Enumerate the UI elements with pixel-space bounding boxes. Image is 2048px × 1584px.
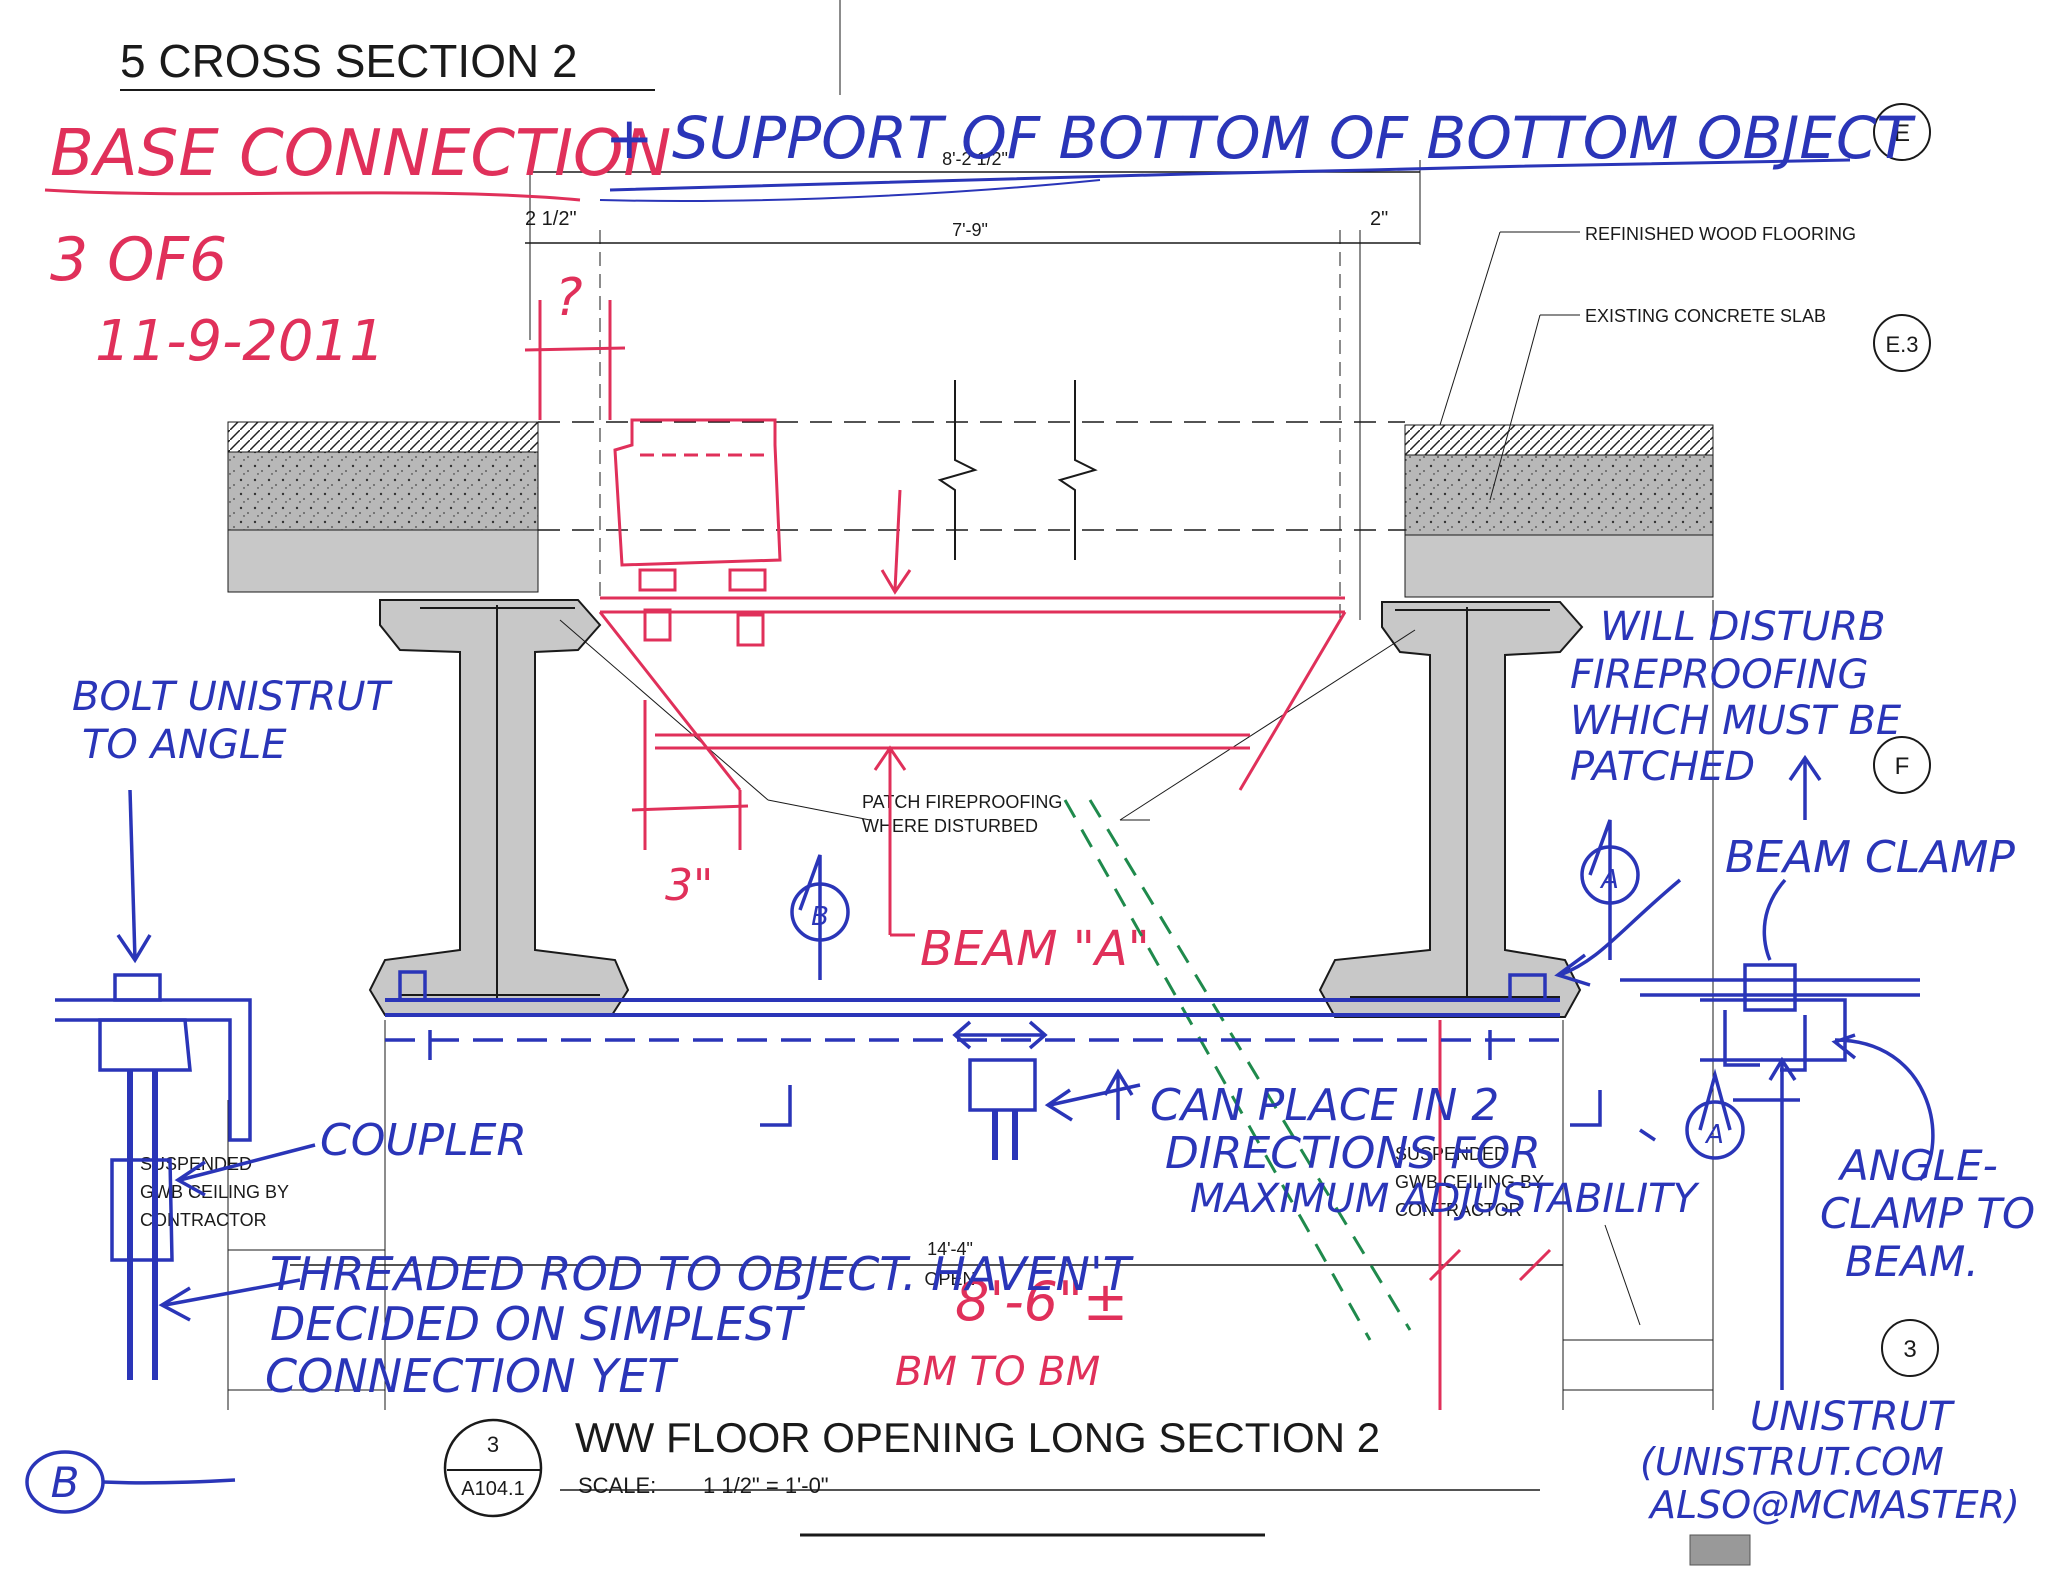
section-marker-b: B <box>811 902 829 932</box>
blue-disturb-4: PATCHED <box>1570 744 1755 790</box>
red-three-inch: 3" <box>665 860 713 911</box>
blue-disturb-2: FIREPROOFING <box>1570 652 1868 698</box>
red-markup <box>44 188 1552 1410</box>
blue-title: + SUPPORT OF BOTTOM OF BOTTOM OBJECT <box>605 104 1917 172</box>
grid-e: E <box>1894 120 1910 147</box>
note-fireproofing-1: PATCH FIREPROOFING <box>862 792 1062 812</box>
blue-disturb-1: WILL DISTURB <box>1600 604 1886 650</box>
note-ceiling-left-2: GWB CEILING BY <box>140 1182 289 1202</box>
blue-angle-3: BEAM. <box>1845 1237 1979 1286</box>
blue-place-2: DIRECTIONS FOR <box>1165 1128 1541 1179</box>
dim-left: 2 1/2" <box>525 208 577 230</box>
blue-unistrut-1: UNISTRUT <box>1750 1394 1956 1440</box>
red-span-note: BM TO BM <box>895 1349 1100 1395</box>
section-marker-a-upper: A <box>1599 865 1619 895</box>
detail-sheet: A104.1 <box>461 1478 524 1500</box>
red-question: ? <box>555 268 583 328</box>
blue-coupler: COUPLER <box>320 1115 527 1166</box>
section-marker-a-lower: A <box>1704 1120 1724 1150</box>
blue-angle-1: ANGLE- <box>1837 1141 1998 1190</box>
blue-place-3: MAXIMUM ADJUSTABILITY <box>1190 1176 1701 1222</box>
dim-overall: 8'-2 1/2" <box>942 149 1008 169</box>
grid-f: F <box>1895 753 1910 780</box>
note-fireproofing-2: WHERE DISTURBED <box>862 816 1038 836</box>
note-ceiling-right-2: GWB CEILING BY <box>1395 1172 1544 1192</box>
grid-3: 3 <box>1903 1336 1916 1363</box>
blue-disturb-3: WHICH MUST BE <box>1570 698 1902 744</box>
blue-unistrut-2: (UNISTRUT.COM <box>1640 1440 1944 1484</box>
blue-bolt-2: TO ANGLE <box>82 722 287 768</box>
dim-right: 2" <box>1370 208 1388 230</box>
note-slab: EXISTING CONCRETE SLAB <box>1585 306 1826 326</box>
dim-open-label: OPEN <box>924 1269 975 1289</box>
note-ceiling-right-3: CONTRACTOR <box>1395 1200 1522 1220</box>
red-title: BASE CONNECTION <box>50 117 671 191</box>
blue-rod-2: DECIDED ON SIMPLEST <box>270 1297 806 1351</box>
scale-value: 1 1/2" = 1'-0" <box>703 1473 829 1498</box>
top-title: 5 CROSS SECTION 2 <box>120 35 578 87</box>
blue-angle-2: CLAMP TO <box>1820 1189 2035 1238</box>
blue-text: + SUPPORT OF BOTTOM OF BOTTOM OBJECT BOL… <box>51 104 2036 1527</box>
blue-rod-1: THREADED ROD TO OBJECT. HAVEN'T <box>270 1247 1135 1301</box>
detail-number: 3 <box>487 1432 499 1457</box>
main-title: WW FLOOR OPENING LONG SECTION 2 <box>575 1414 1380 1461</box>
red-page: 3 OF6 <box>50 225 227 295</box>
blue-rod-3: CONNECTION YET <box>265 1349 679 1403</box>
dim-middle: 7'-9" <box>952 220 988 240</box>
red-beam-label: BEAM "A" <box>920 921 1150 977</box>
scale-label: SCALE: <box>578 1473 656 1498</box>
note-ceiling-right-1: SUSPENDED <box>1395 1144 1507 1164</box>
note-flooring: REFINISHED WOOD FLOORING <box>1585 224 1856 244</box>
blue-unistrut-3: ALSO@MCMASTER) <box>1647 1483 2020 1527</box>
red-date: 11-9-2011 <box>95 309 385 374</box>
technical-labels: 5 CROSS SECTION 2 8'-2 1/2" 2 1/2" 7'-9"… <box>120 35 1919 1500</box>
note-ceiling-left-3: CONTRACTOR <box>140 1210 267 1230</box>
blue-markup <box>25 158 1935 1514</box>
dim-open-span: 14'-4" <box>927 1239 973 1259</box>
blue-beam-clamp: BEAM CLAMP <box>1725 832 2015 883</box>
red-span: 8'-6"± <box>955 1270 1128 1333</box>
green-markup <box>1063 799 1412 1341</box>
blue-marker-b: B <box>51 1458 80 1507</box>
grid-e3: E.3 <box>1885 332 1918 357</box>
blue-place-1: CAN PLACE IN 2 <box>1150 1080 1499 1131</box>
blue-bolt-1: BOLT UNISTRUT <box>72 674 394 720</box>
red-text: BASE CONNECTION 3 OF6 11-9-2011 ? 3" BEA… <box>50 117 1150 1395</box>
